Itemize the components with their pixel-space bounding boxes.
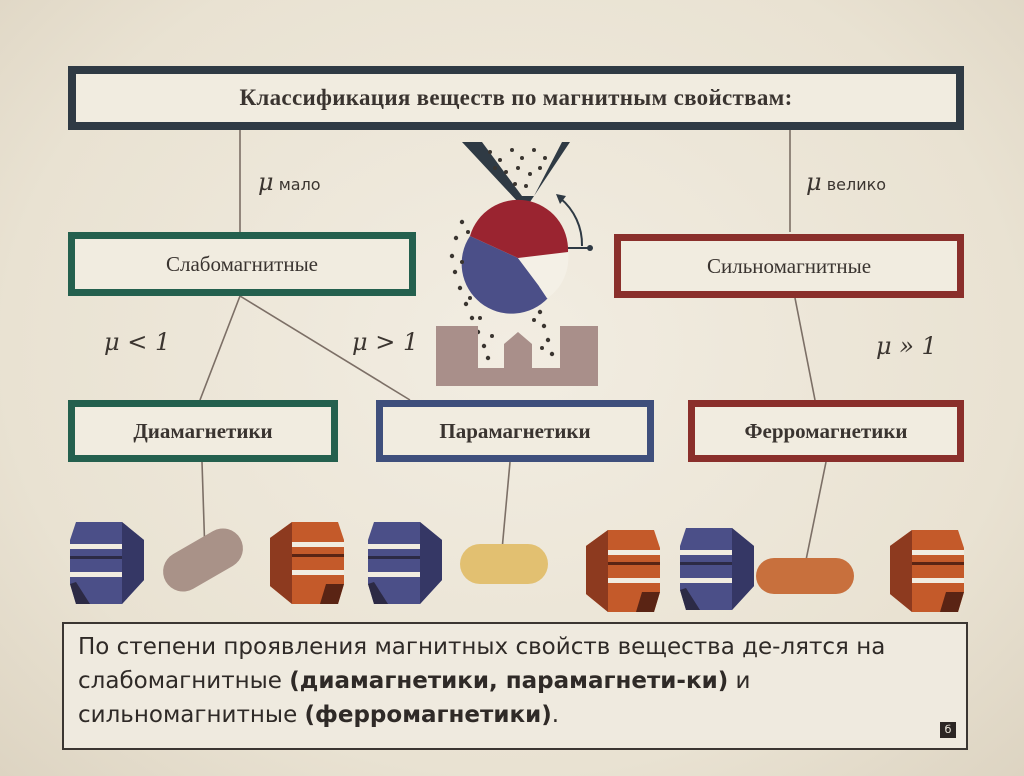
magnet-blue-3-icon <box>680 528 754 610</box>
subcategory-para-label: Парамагнетики <box>439 418 591 443</box>
mu-less-1-label: μ < 1 <box>104 328 171 356</box>
mu-high-label: μ велико <box>806 168 886 196</box>
corner-mark-icon: б <box>940 722 956 738</box>
category-strong-label: Сильномагнитные <box>706 253 872 278</box>
connector-strong-ferro <box>794 297 816 401</box>
subcategory-ferro-box: Ферромагнетики <box>688 400 964 462</box>
category-strong-box: Сильномагнитные <box>614 234 964 298</box>
mu-low-text: мало <box>278 175 321 194</box>
rod-para-icon <box>460 544 548 584</box>
subcategory-ferro-label: Ферромагнетики <box>744 418 908 443</box>
caption-part-2: и сильномагнитные <box>78 668 751 728</box>
title-box: Классификация веществ по магнитным свойс… <box>68 66 964 130</box>
magnet-orange-2-icon <box>586 530 660 612</box>
mu-much-greater-1-label: μ » 1 <box>876 332 937 360</box>
caption-part-3: . <box>551 702 560 728</box>
connector-lines <box>199 130 827 566</box>
magnet-blue-1-icon <box>70 522 144 604</box>
magnet-blue-2-icon <box>368 522 442 604</box>
mu-symbol: μ <box>806 168 822 196</box>
caption-text: По степени проявления магнитных свойств … <box>78 630 948 732</box>
rod-dia-icon <box>163 528 243 592</box>
rod-ferro-icon <box>756 558 854 594</box>
category-weak-box: Слабомагнитные <box>68 232 416 296</box>
subcategory-para-box: Парамагнетики <box>376 400 654 462</box>
connector-weak-para <box>239 295 411 401</box>
magnet-row <box>70 522 964 612</box>
caption-bold-1: (диамагнетики, парамагнети-ки) <box>289 668 729 694</box>
magnet-orange-3-icon <box>890 530 964 612</box>
mu-greater-1-label: μ > 1 <box>352 328 419 356</box>
subcategory-dia-label: Диамагнетики <box>133 418 273 443</box>
mu-high-text: велико <box>826 175 887 194</box>
magnet-drum-icon <box>449 194 593 361</box>
connector-weak-dia <box>199 295 241 401</box>
magnet-orange-1-icon <box>270 522 344 604</box>
diagram-title: Классификация веществ по магнитным свойс… <box>239 85 793 110</box>
mu-low-label: μ мало <box>258 168 321 196</box>
pole-magnet-icon <box>436 326 598 386</box>
category-weak-label: Слабомагнитные <box>166 251 318 276</box>
subcategory-dia-box: Диамагнетики <box>68 400 338 462</box>
caption-part-1: По степени проявления магнитных свойств … <box>78 634 886 694</box>
separator-hopper-icon <box>462 142 570 202</box>
mu-symbol: μ <box>258 168 274 196</box>
connector-para-rod <box>501 461 511 551</box>
caption-box: По степени проявления магнитных свойств … <box>62 622 968 750</box>
connector-ferro-rod <box>804 461 827 566</box>
caption-bold-2: (ферромагнетики) <box>304 702 552 728</box>
